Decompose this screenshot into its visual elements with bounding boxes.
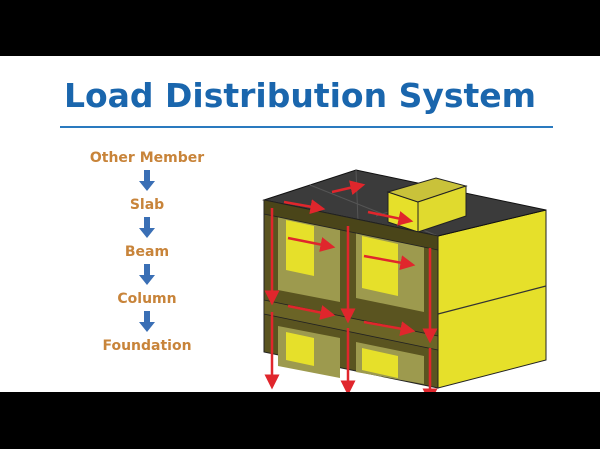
flow-step-foundation: Foundation	[102, 338, 192, 354]
down-arrow-icon	[139, 170, 155, 191]
flow-step-other-member: Other Member	[89, 150, 205, 166]
flow-step-slab: Slab	[129, 197, 165, 213]
load-arrows	[264, 180, 438, 392]
flow-step-column: Column	[117, 291, 177, 307]
slide: Load Distribution System Other Member Sl…	[0, 56, 600, 392]
title-divider	[60, 126, 553, 128]
page-title: Load Distribution System	[63, 76, 537, 115]
beam	[263, 199, 439, 251]
side-face	[437, 209, 547, 389]
roof-box-side	[417, 185, 467, 233]
building-frame-illustration	[262, 169, 547, 392]
load-flow-list: Other Member Slab Beam Column Foundation	[72, 148, 222, 356]
flow-step-beam: Beam	[124, 244, 170, 260]
down-arrow-icon	[139, 311, 155, 332]
down-arrow-icon	[139, 217, 155, 238]
down-arrow-icon	[139, 264, 155, 285]
